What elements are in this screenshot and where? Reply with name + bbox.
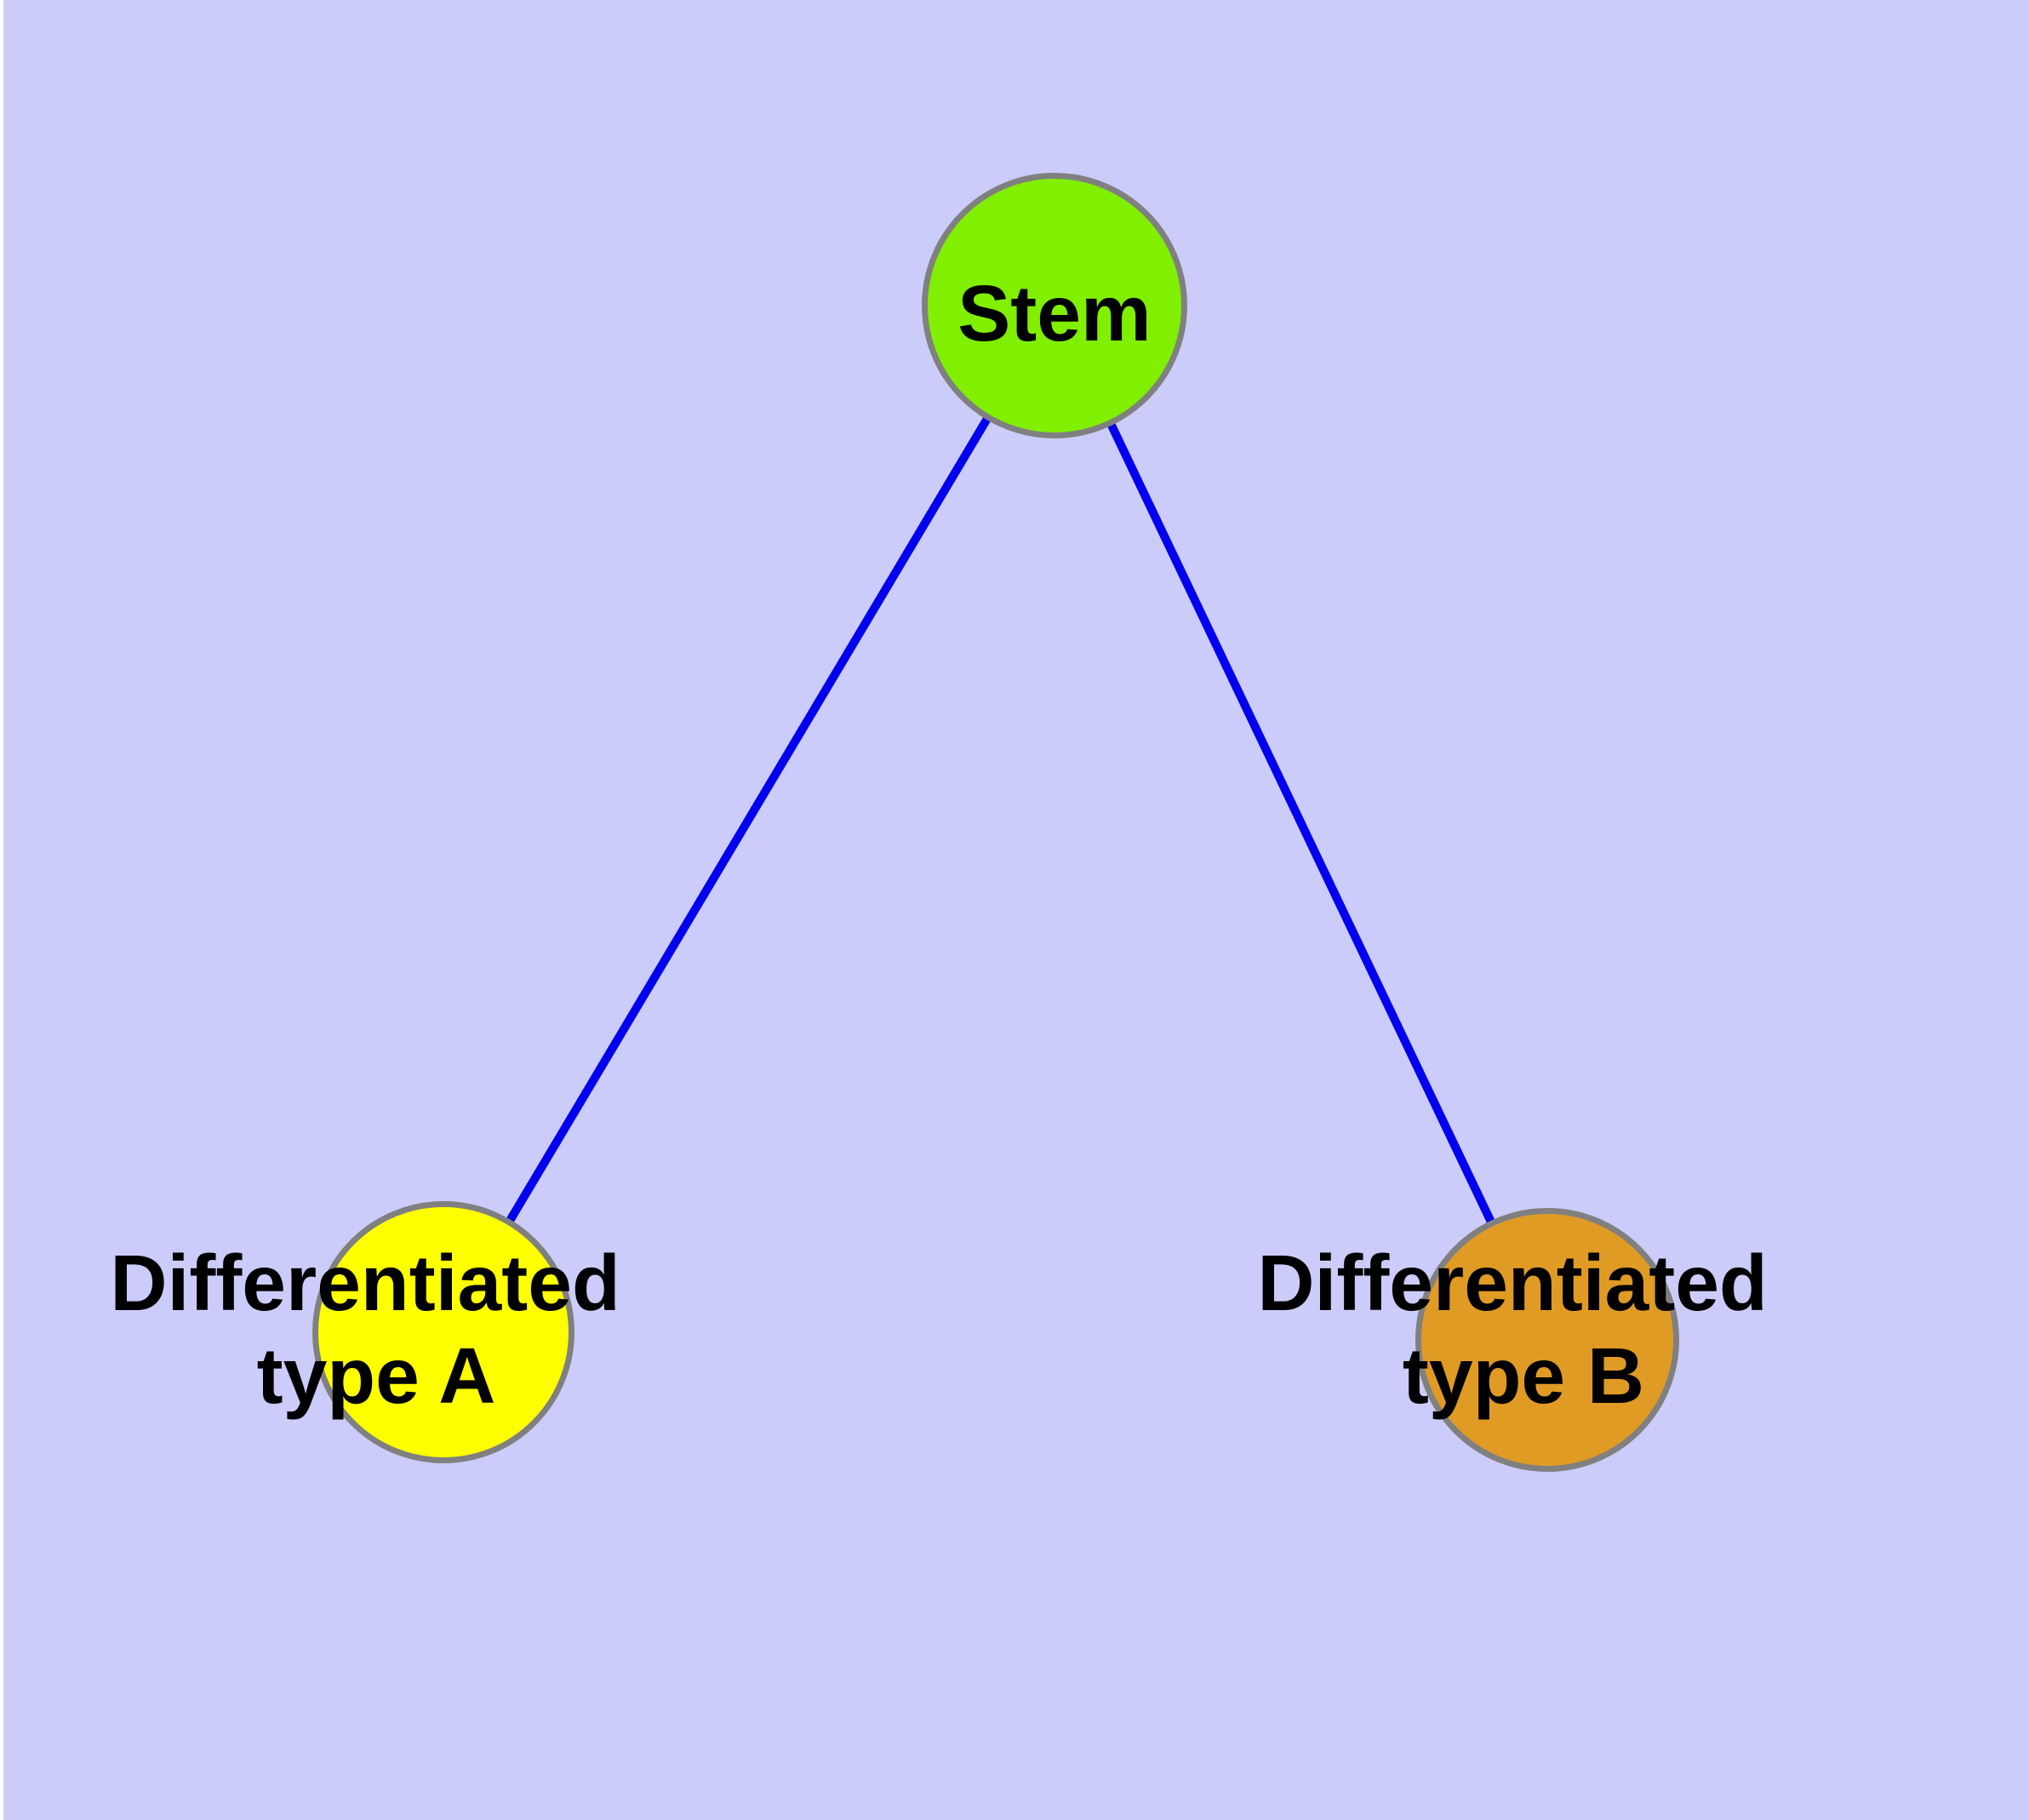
node-differentiated-type-a-label: Differentiated type A (110, 1239, 642, 1420)
node-differentiated-type-b-label-line-2: type B (1403, 1331, 1644, 1420)
edge-stem-to-differentiated-type-b[interactable] (1050, 303, 1552, 1342)
node-differentiated-type-b-circle[interactable] (1415, 1208, 1679, 1472)
node-stem-label: Stem (957, 269, 1151, 358)
node-differentiated-type-a-label-line-1: Differentiated (110, 1239, 620, 1327)
node-differentiated-type-b-label-line-1: Differentiated (1257, 1239, 1767, 1327)
node-stem-label-line-1: Stem (957, 269, 1151, 358)
node-differentiated-type-b-label: Differentiated type B (1257, 1239, 1789, 1420)
node-stem-circle[interactable] (922, 173, 1187, 438)
edge-stem-to-differentiated-type-a[interactable] (439, 303, 1059, 1335)
node-labels-layer: Stem Differentiated type A Differentiate… (110, 269, 1789, 1420)
node-differentiated-type-a-label-line-2: type A (257, 1331, 496, 1420)
node-differentiated-type-a-circle[interactable] (312, 1201, 574, 1463)
nodes-layer (312, 173, 1679, 1472)
edges-layer (439, 303, 1552, 1342)
